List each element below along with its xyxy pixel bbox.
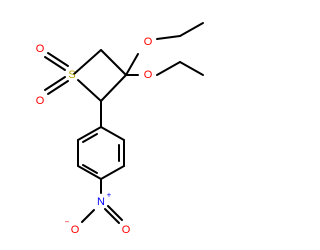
bond-o-lower-ch2 bbox=[156, 61, 181, 76]
nitro-oxygen-left-charge-label: − bbox=[65, 218, 70, 227]
bond-c-quaternary-c-benzylic bbox=[100, 74, 127, 102]
nitro-oxygen-left-label: O bbox=[71, 224, 80, 236]
bond-upper-ch2-ch3 bbox=[179, 22, 204, 37]
sulfur-label: S bbox=[68, 69, 75, 81]
bond-ring-4 bbox=[77, 165, 102, 180]
bond-s-o-bottom-a bbox=[44, 76, 66, 91]
bond-ring-1 bbox=[100, 126, 125, 141]
atom-labels: S O O O O N + O − O bbox=[36, 36, 153, 236]
chemical-structure: S O O O O N + O − O bbox=[36, 22, 204, 236]
nitro-oxygen-right-label: O bbox=[122, 224, 131, 236]
bond-ring-inner-2 bbox=[82, 164, 98, 174]
bond-c-top-c-quaternary bbox=[100, 49, 127, 76]
bond-o-upper-ch2 bbox=[156, 35, 181, 40]
sulfonyl-oxygen-top-label: O bbox=[36, 43, 45, 55]
bond-s-c-top bbox=[73, 49, 102, 75]
bond-n-o-right-b bbox=[107, 205, 123, 221]
bond-n-o-right-a bbox=[104, 208, 120, 224]
bond-c-quaternary-o-upper bbox=[125, 53, 139, 76]
bond-ring-inner-3 bbox=[82, 133, 98, 143]
bond-ring-6 bbox=[77, 126, 102, 141]
bond-lower-ch2-ch3 bbox=[179, 61, 204, 76]
bond-c-benzylic-s bbox=[77, 79, 102, 102]
bond-ring-3 bbox=[100, 165, 125, 180]
bonds bbox=[44, 22, 204, 224]
ethoxy-oxygen-lower-label: O bbox=[144, 69, 153, 81]
nitro-nitrogen-charge-label: + bbox=[107, 191, 112, 200]
bond-s-o-top-a bbox=[44, 56, 66, 71]
ethoxy-oxygen-upper-label: O bbox=[144, 36, 153, 48]
bond-s-o-top-b bbox=[47, 52, 69, 67]
bond-n-o-left bbox=[81, 209, 95, 223]
sulfonyl-oxygen-bottom-label: O bbox=[36, 95, 45, 107]
bond-s-o-bottom-b bbox=[47, 80, 69, 95]
nitro-nitrogen-label: N bbox=[97, 196, 105, 208]
